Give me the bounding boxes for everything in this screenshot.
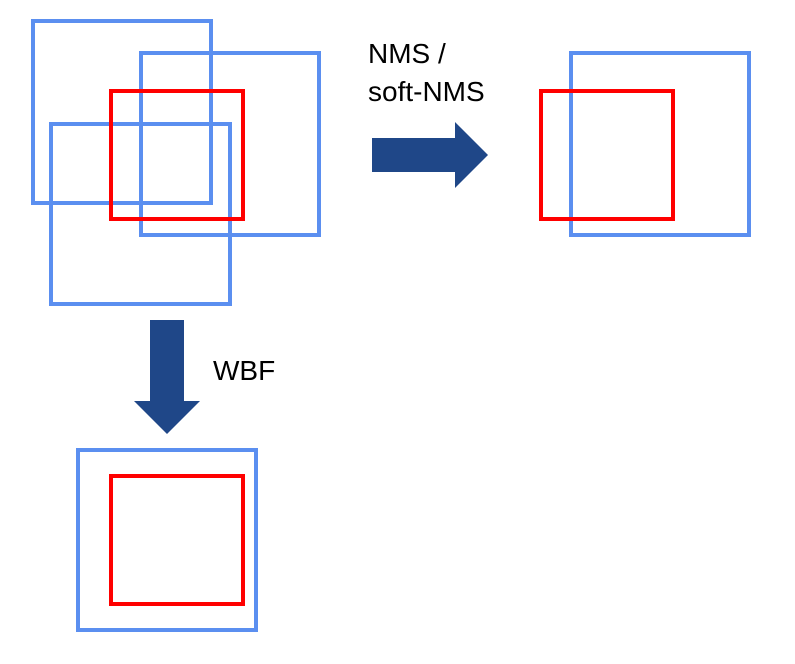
nms-result-boxes	[539, 51, 751, 237]
ground-truth-box	[109, 474, 245, 606]
wbf-result-boxes	[76, 448, 258, 632]
prediction-box	[49, 122, 232, 306]
prediction-box	[569, 51, 751, 237]
arrow-right-icon	[372, 122, 488, 188]
fused-prediction-box	[76, 448, 258, 632]
ground-truth-box	[539, 89, 675, 221]
wbf-label: WBF	[213, 355, 275, 386]
ground-truth-box	[109, 89, 245, 221]
nms-label-line2: soft-NMS	[368, 76, 485, 107]
prediction-box	[31, 19, 213, 205]
arrow-down-icon	[134, 320, 200, 434]
nms-label-line1: NMS /	[368, 38, 446, 69]
input-boxes	[31, 19, 321, 306]
